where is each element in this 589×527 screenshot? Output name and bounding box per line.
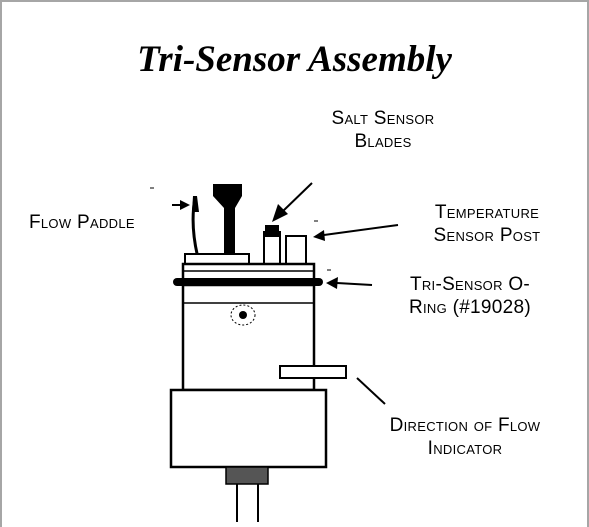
flow-paddle-label: Flow Paddle — [29, 212, 135, 233]
center-post — [213, 184, 242, 260]
top-cap — [181, 262, 316, 282]
diagram-title: Tri-Sensor Assembly — [137, 39, 452, 80]
temperature-sensor-label: Temperature Sensor Post — [396, 201, 578, 247]
body-port-outline — [230, 304, 256, 326]
flow-paddle-tip — [192, 196, 199, 212]
o-ring-label: Tri-Sensor O- Ring (#19028) — [378, 273, 562, 319]
direction-of-flow-label-line1: Direction of Flow — [389, 415, 541, 436]
flow-indicator — [279, 365, 347, 379]
o-ring-arrow — [326, 277, 373, 289]
direction-of-flow-label-line2: Indicator — [427, 438, 503, 459]
temperature-sensor-label-line1: Temperature — [434, 202, 540, 223]
salt-sensor-cap — [265, 225, 279, 237]
salt-sensor-label: Salt Sensor Blades — [293, 107, 473, 153]
direction-of-flow-label: Direction of Flow Indicator — [352, 414, 578, 460]
flow-indicator-leader — [356, 377, 386, 405]
temperature-sensor-post — [285, 235, 307, 267]
temperature-sensor-arrow — [313, 224, 399, 241]
salt-sensor-arrow — [272, 182, 313, 222]
o-ring-label-line1: Tri-Sensor O- — [409, 274, 531, 295]
o-ring-label-line2: Ring (#19028) — [408, 297, 532, 318]
flow-paddle-arrow — [172, 200, 190, 210]
body-port — [239, 311, 247, 319]
lower-housing — [169, 388, 328, 469]
bottom-fitting — [225, 466, 269, 485]
salt-sensor-label-line1: Salt Sensor — [331, 108, 435, 129]
temperature-sensor-label-line2: Sensor Post — [433, 225, 541, 246]
salt-sensor-label-line2: Blades — [354, 131, 412, 152]
salt-sensor-blade — [263, 231, 281, 267]
